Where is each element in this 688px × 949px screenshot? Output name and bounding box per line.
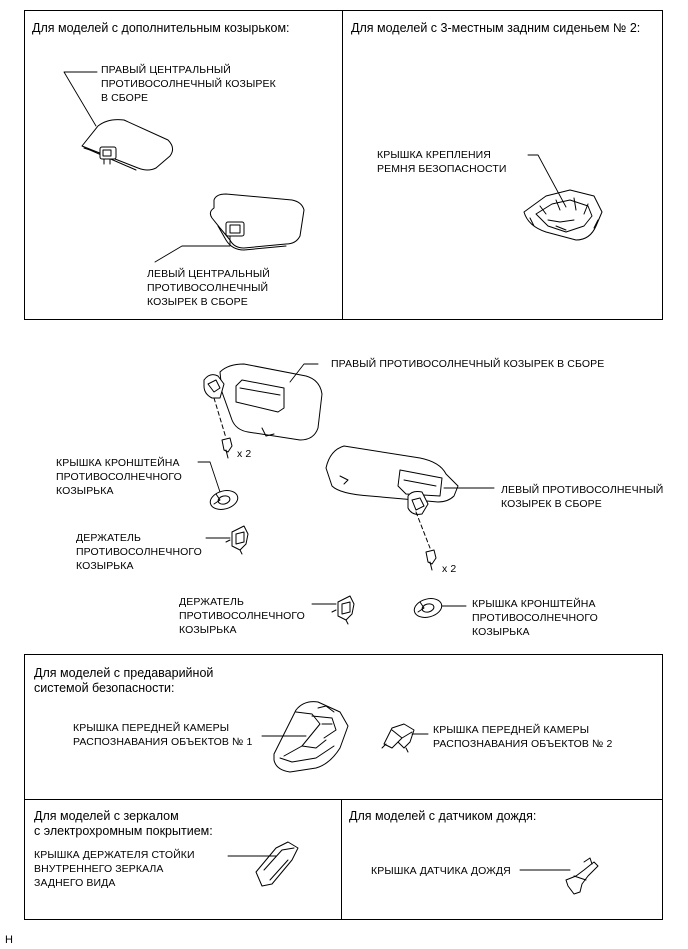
screw-left xyxy=(425,549,437,571)
label-seatbelt-cover: КРЫШКА КРЕПЛЕНИЯ РЕМНЯ БЕЗОПАСНОСТИ xyxy=(377,149,507,175)
label-holder-left: ДЕРЖАТЕЛЬ ПРОТИВОСОЛНЕЧНОГО КОЗЫРЬКА xyxy=(76,532,202,572)
screw-axis-right xyxy=(213,397,227,439)
label-rain-sensor-cover: КРЫШКА ДАТЧИКА ДОЖДЯ xyxy=(371,865,511,877)
screw-axis-left xyxy=(415,511,431,549)
panel-extra-visor-title: Для моделей с дополнительным козырьком: xyxy=(32,21,290,35)
mirror-stay-cover-part xyxy=(255,841,299,887)
label-camera-cover-1: КРЫШКА ПЕРЕДНЕЙ КАМЕРЫ РАСПОЗНАВАНИЯ ОБЪ… xyxy=(73,722,253,748)
leader-right-visor xyxy=(289,363,319,383)
label-holder-bottom: ДЕРЖАТЕЛЬ ПРОТИВОСОЛНЕЧНОГО КОЗЫРЬКА xyxy=(179,596,305,636)
seatbelt-anchor-cover-part xyxy=(523,189,603,241)
label-mirror-stay-cover: КРЫШКА ДЕРЖАТЕЛЯ СТОЙКИ ВНУТРЕННЕГО ЗЕРК… xyxy=(34,849,195,889)
panel-precrash-title: Для моделей с предаварийной системой без… xyxy=(34,666,214,695)
bracket-cover-left-part xyxy=(209,490,239,510)
label-right-visor: ПРАВЫЙ ПРОТИВОСОЛНЕЧНЫЙ КОЗЫРЕК В СБОРЕ xyxy=(331,358,605,370)
visor-holder-bottom-part xyxy=(331,595,355,625)
panel-rain-sensor xyxy=(341,799,663,920)
camera-cover-1-part xyxy=(273,701,349,773)
label-bracket-cover-right: КРЫШКА КРОНШТЕЙНА ПРОТИВОСОЛНЕЧНОГО КОЗЫ… xyxy=(472,598,598,638)
panel-mirror-title: Для моделей с зеркалом с электрохромным … xyxy=(34,809,213,838)
right-center-visor-part xyxy=(81,119,174,171)
rain-sensor-cover-part xyxy=(565,857,599,895)
label-camera-cover-2: КРЫШКА ПЕРЕДНЕЙ КАМЕРЫ РАСПОЗНАВАНИЯ ОБЪ… xyxy=(433,724,613,750)
visor-holder-left-part xyxy=(225,525,249,555)
leader-right-center-visor xyxy=(63,71,98,127)
left-sun-visor-part xyxy=(325,445,459,515)
leader-left-center-visor xyxy=(154,235,231,263)
screw-right xyxy=(221,437,233,459)
panel-3-seat xyxy=(342,10,663,320)
label-right-center-visor: ПРАВЫЙ ЦЕНТРАЛЬНЫЙ ПРОТИВОСОЛНЕЧНЫЙ КОЗЫ… xyxy=(101,64,276,104)
label-left-visor: ЛЕВЫЙ ПРОТИВОСОЛНЕЧНЫЙ КОЗЫРЕК В СБОРЕ xyxy=(501,484,664,510)
left-center-visor-part xyxy=(209,193,305,251)
qty-screws-right: x 2 xyxy=(237,448,252,460)
qty-screws-left: x 2 xyxy=(442,563,457,575)
bracket-cover-right-part xyxy=(413,598,443,618)
leader-seatbelt-cover xyxy=(527,154,567,208)
footer-code: H xyxy=(5,934,13,946)
panel-3-seat-title: Для моделей с 3-местным задним сиденьем … xyxy=(351,21,641,35)
leader-bracket-cover-left xyxy=(197,461,221,493)
label-left-center-visor: ЛЕВЫЙ ЦЕНТРАЛЬНЫЙ ПРОТИВОСОЛНЕЧНЫЙ КОЗЫР… xyxy=(147,268,270,308)
panel-rain-title: Для моделей с датчиком дождя: xyxy=(349,809,537,823)
right-sun-visor-part xyxy=(203,363,323,441)
label-bracket-cover-left: КРЫШКА КРОНШТЕЙНА ПРОТИВОСОЛНЕЧНОГО КОЗЫ… xyxy=(56,457,182,497)
camera-cover-2-part xyxy=(381,723,415,753)
